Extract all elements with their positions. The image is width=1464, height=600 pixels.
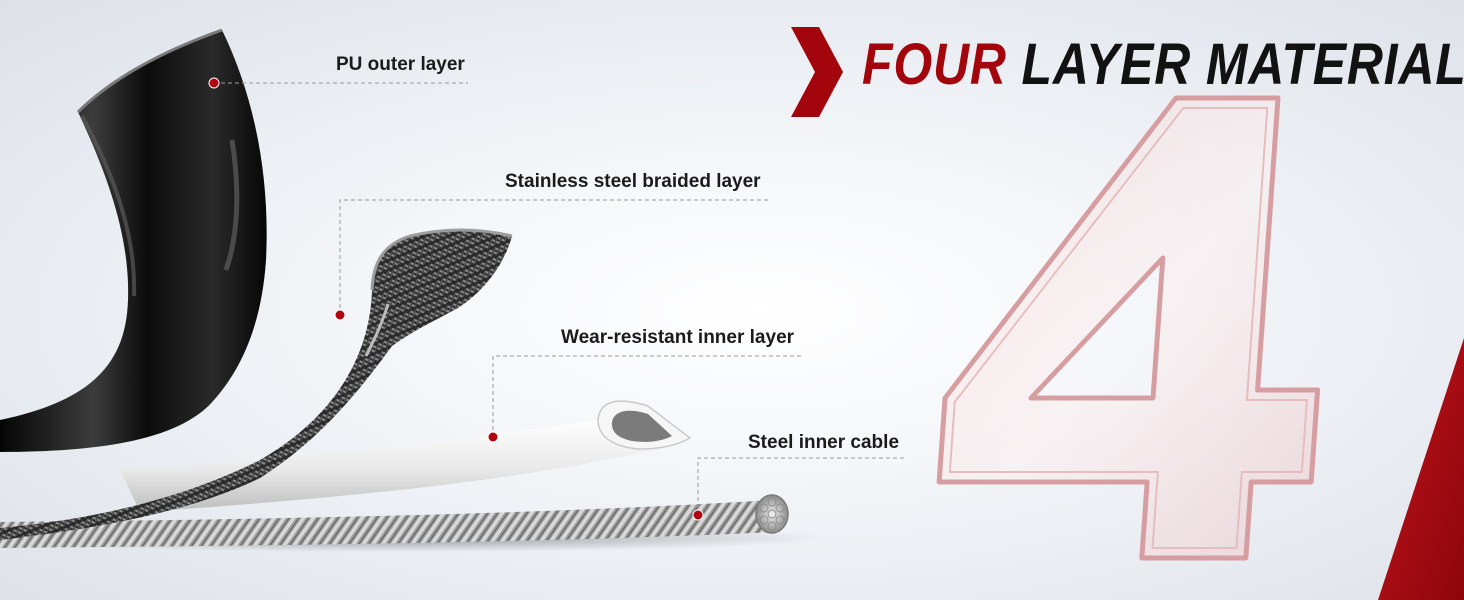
headline-accent: FOUR [862, 32, 1007, 97]
callout-label-pu-outer-layer: PU outer layer [336, 54, 465, 75]
marker-dot-pu [208, 77, 220, 89]
marker-dot-braided [334, 309, 346, 321]
leader-line-steel [697, 457, 906, 515]
headline-rest: LAYER MATERIAL [1021, 32, 1464, 97]
leader-line-braided [339, 199, 770, 315]
headline: FOUR LAYER MATERIAL [862, 36, 1464, 94]
callout-label-steel-inner-cable: Steel inner cable [748, 432, 900, 453]
marker-dot-wear [487, 431, 499, 443]
marker-dot-steel [692, 509, 704, 521]
leader-line-wear [492, 355, 803, 437]
callout-label-wear-resistant-inner-layer: Wear-resistant inner layer [561, 327, 795, 348]
callout-label-stainless-braided-layer: Stainless steel braided layer [505, 171, 761, 192]
